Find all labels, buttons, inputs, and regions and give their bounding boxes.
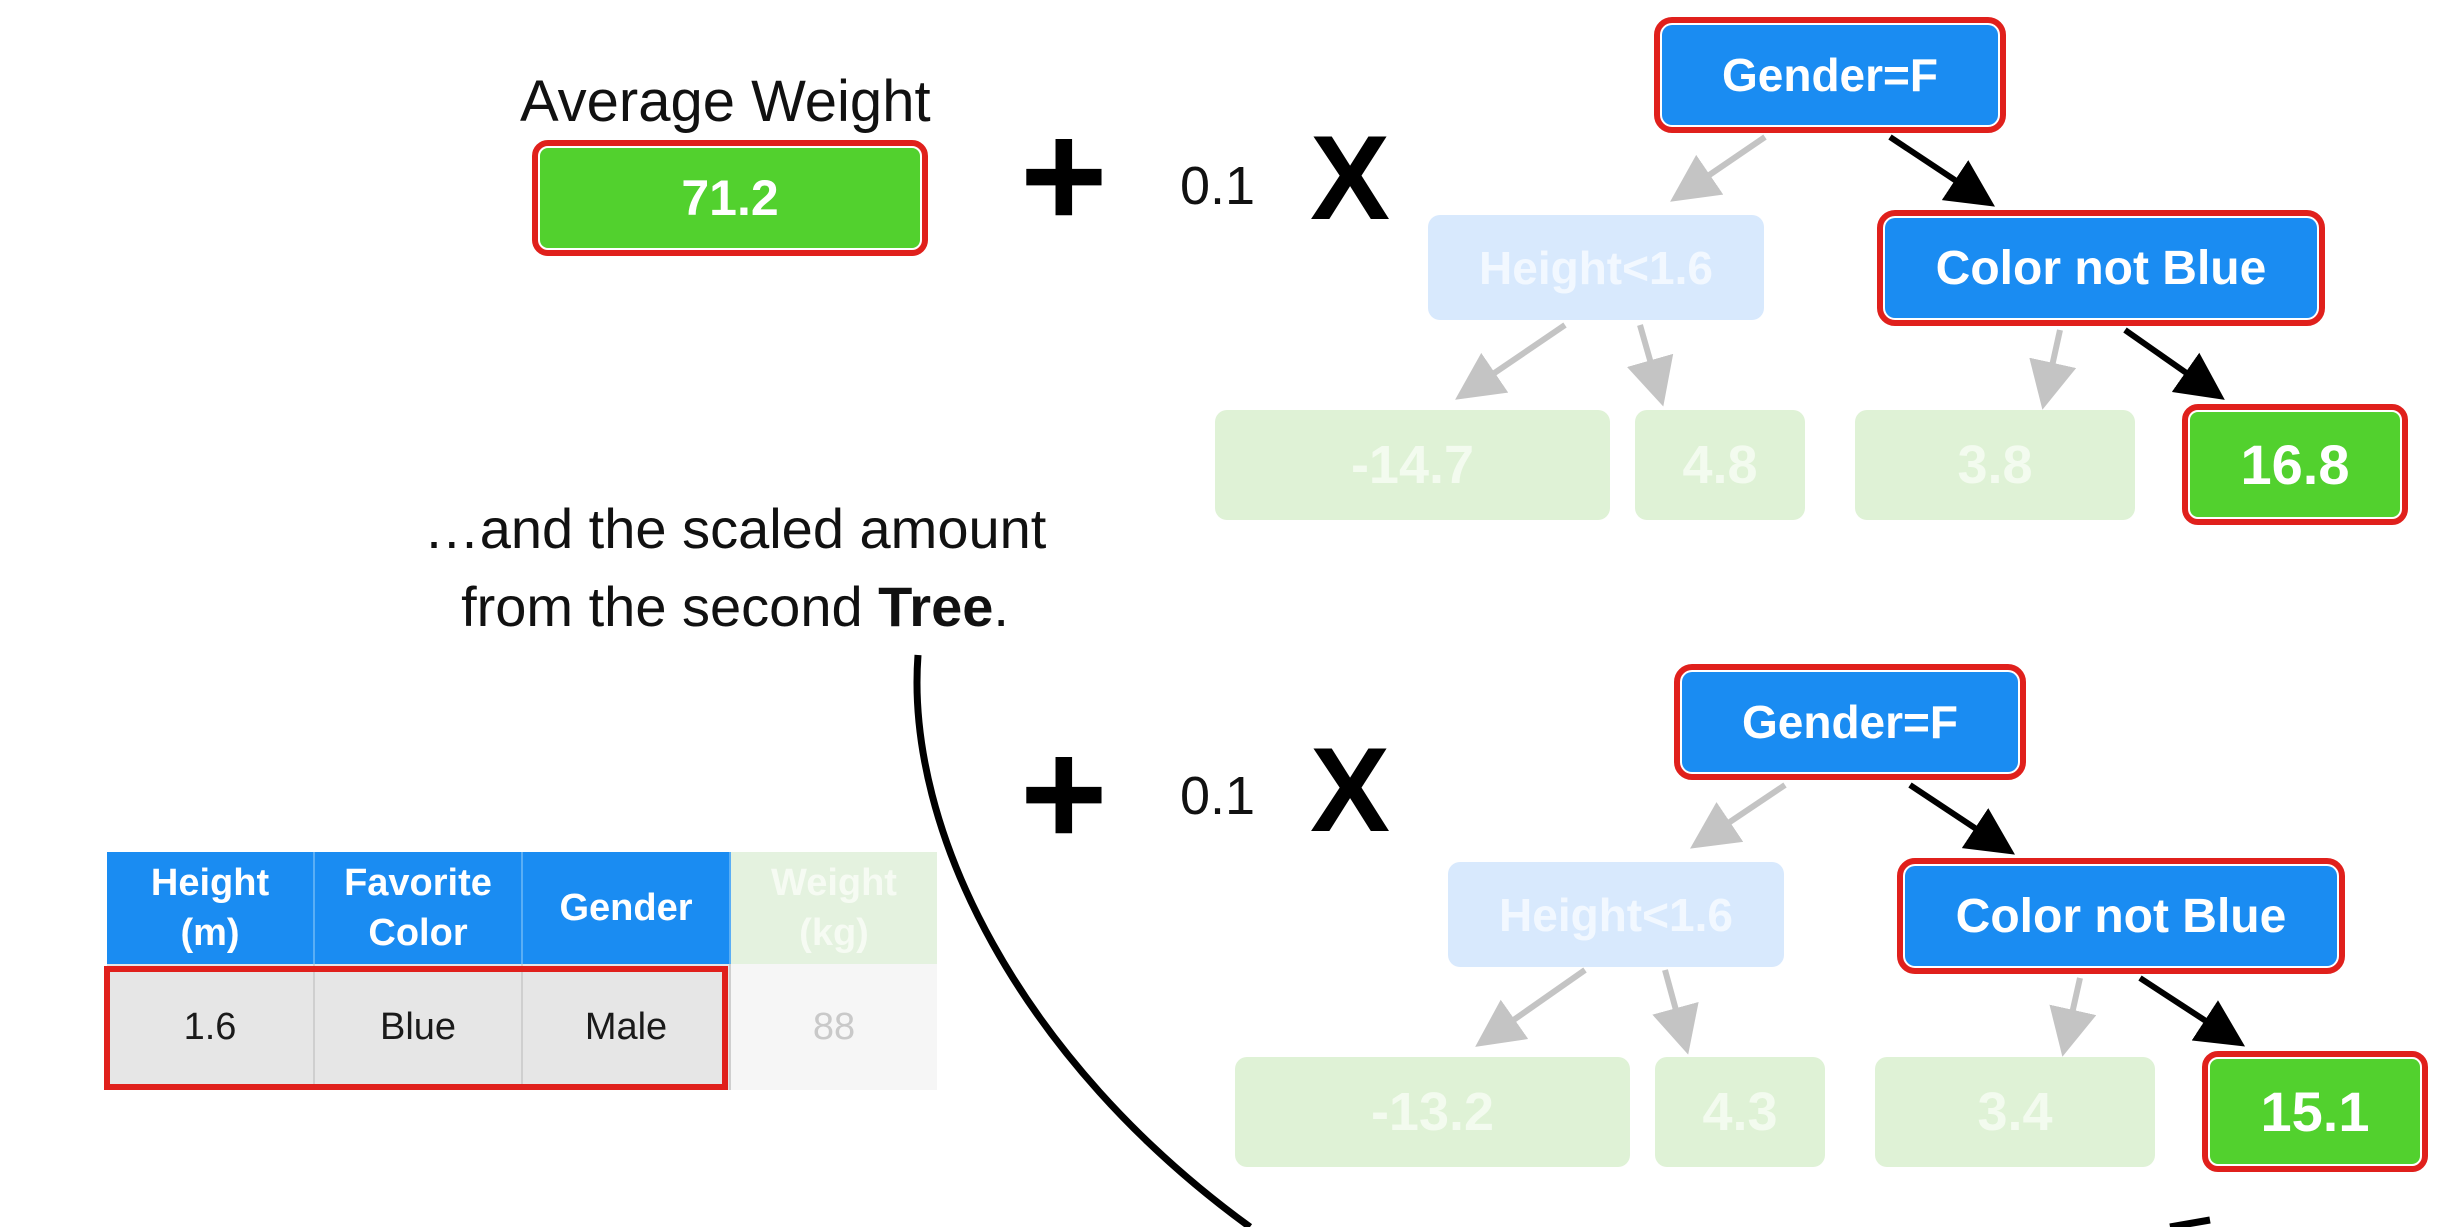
header-weight: Weight(kg) — [730, 852, 937, 964]
edge-top-left-lr — [1627, 324, 1674, 407]
edge-bottom-left-lr — [1652, 969, 1699, 1055]
average-weight-value: 71.2 — [532, 140, 928, 256]
times-sign-bottom: X — [1310, 723, 1391, 857]
top-tree-leaf-4: 16.8 — [2182, 404, 2408, 525]
average-weight-label: Average Weight — [520, 69, 931, 134]
top-tree-leaf-3: 3.8 — [1855, 410, 2135, 520]
edge-top-right-rr — [2123, 327, 2225, 400]
bottom-tree-leaf-3: 3.4 — [1875, 1057, 2155, 1167]
caption-line-1: …and the scaled amount — [423, 497, 1047, 560]
caption-line-2-text: from the second — [461, 575, 879, 638]
plus-sign-top: + — [1020, 91, 1108, 259]
top-tree-left-node: Height<1.6 — [1428, 215, 1764, 320]
cell-gender: Male — [522, 964, 731, 1090]
bottom-tree-left-node: Height<1.6 — [1448, 862, 1784, 967]
caption-tree-word: Tree — [878, 575, 994, 638]
learning-rate-bottom: 0.1 — [1180, 766, 1256, 826]
edge-top-right-rl — [2029, 329, 2077, 410]
bottom-tree-right-node: Color not Blue — [1897, 858, 2345, 974]
edge-top-root-left — [1670, 134, 1767, 202]
cell-weight: 88 — [730, 964, 937, 1090]
caption: …and the scaled amount from the second T… — [370, 490, 1100, 646]
top-tree-leaf-1: -14.7 — [1215, 410, 1610, 520]
edge-top-root-right — [1888, 134, 1996, 207]
caption-line-2: from the second Tree. — [370, 568, 1100, 646]
caption-curve-arrow — [913, 654, 1253, 1227]
edge-bottom-root-left — [1690, 782, 1787, 849]
curve-arrow-tail — [2169, 1216, 2211, 1227]
edge-bottom-right-rl — [2049, 977, 2097, 1057]
cell-height: 1.6 — [107, 964, 315, 1090]
cell-favorite-color: Blue — [314, 964, 523, 1090]
table-row: 1.6 Blue Male 88 — [107, 964, 937, 1090]
top-tree-right-node: Color not Blue — [1877, 210, 2325, 326]
times-sign-top: X — [1310, 111, 1391, 245]
top-tree-root-node: Gender=F — [1654, 17, 2006, 133]
edge-top-left-ll — [1455, 322, 1567, 400]
learning-rate-top: 0.1 — [1180, 156, 1256, 216]
edge-bottom-left-ll — [1475, 967, 1587, 1047]
header-gender: Gender — [522, 852, 731, 964]
bottom-tree-leaf-4: 15.1 — [2202, 1051, 2428, 1172]
top-tree-leaf-2: 4.8 — [1635, 410, 1805, 520]
bottom-tree-root-node: Gender=F — [1674, 664, 2026, 780]
row-highlight-box — [104, 966, 728, 1090]
edge-bottom-root-right — [1908, 782, 2016, 855]
caption-period: . — [993, 575, 1009, 638]
edge-bottom-right-rr — [2138, 975, 2246, 1047]
header-height: Height(m) — [107, 852, 315, 964]
bottom-tree-leaf-1: -13.2 — [1235, 1057, 1630, 1167]
plus-sign-bottom: + — [1020, 709, 1108, 877]
bottom-tree-leaf-2: 4.3 — [1655, 1057, 1825, 1167]
